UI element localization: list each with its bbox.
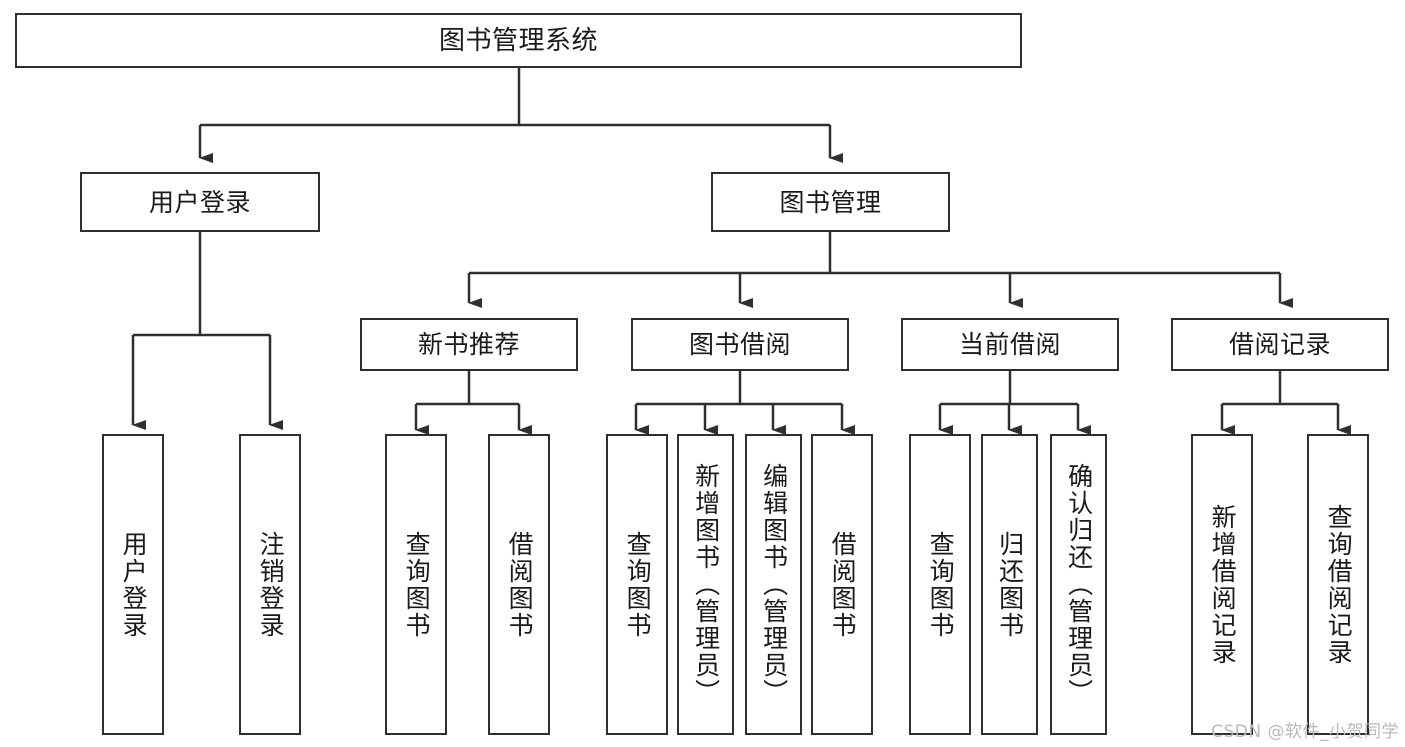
node-leaf-logout-label: 注销登录 [256, 530, 286, 639]
node-current-borrow-label: 当前借阅 [958, 330, 1061, 359]
node-leaf-user-login-label: 用户登录 [119, 530, 149, 639]
node-leaf-query-book-1-label: 查询图书 [402, 530, 432, 639]
node-leaf-add-book-label: 新增图书（管理员） [691, 463, 721, 706]
node-leaf-borrow-book-2[interactable]: 借阅图书 [811, 434, 873, 735]
node-leaf-edit-book-label: 编辑图书（管理员） [759, 463, 789, 706]
node-leaf-query-record-label: 查询借阅记录 [1324, 503, 1354, 666]
node-new-book-recommend[interactable]: 新书推荐 [360, 318, 578, 371]
node-leaf-query-book-3-label: 查询图书 [926, 530, 956, 639]
watermark-text: CSDN @软件_小贺同学 [1211, 722, 1399, 742]
node-root[interactable]: 图书管理系统 [15, 13, 1022, 68]
node-leaf-logout[interactable]: 注销登录 [239, 434, 301, 735]
node-book-manage-label: 图书管理 [779, 187, 882, 217]
node-leaf-edit-book[interactable]: 编辑图书（管理员） [745, 434, 802, 735]
node-borrow-record[interactable]: 借阅记录 [1171, 318, 1389, 371]
node-user-login[interactable]: 用户登录 [80, 172, 320, 232]
node-leaf-query-record[interactable]: 查询借阅记录 [1307, 434, 1369, 735]
node-leaf-query-book-2[interactable]: 查询图书 [606, 434, 668, 735]
node-leaf-query-book-1[interactable]: 查询图书 [385, 434, 447, 735]
node-leaf-confirm-return[interactable]: 确认归还（管理员） [1050, 434, 1107, 735]
node-user-login-label: 用户登录 [148, 187, 251, 217]
node-new-book-recommend-label: 新书推荐 [417, 330, 520, 359]
node-leaf-return-book[interactable]: 归还图书 [981, 434, 1038, 735]
node-borrow-record-label: 借阅记录 [1228, 330, 1331, 359]
node-book-borrow[interactable]: 图书借阅 [631, 318, 849, 371]
node-leaf-add-record[interactable]: 新增借阅记录 [1191, 434, 1253, 735]
node-root-label: 图书管理系统 [438, 25, 598, 56]
node-book-borrow-label: 图书借阅 [688, 330, 791, 359]
node-current-borrow[interactable]: 当前借阅 [901, 318, 1119, 371]
node-leaf-add-record-label: 新增借阅记录 [1208, 503, 1238, 666]
node-leaf-borrow-book-1-label: 借阅图书 [505, 530, 535, 639]
node-leaf-return-book-label: 归还图书 [995, 530, 1025, 639]
node-leaf-user-login[interactable]: 用户登录 [102, 434, 164, 735]
node-leaf-borrow-book-1[interactable]: 借阅图书 [488, 434, 550, 735]
node-leaf-query-book-3[interactable]: 查询图书 [909, 434, 971, 735]
node-leaf-confirm-return-label: 确认归还（管理员） [1064, 463, 1094, 706]
node-leaf-add-book[interactable]: 新增图书（管理员） [677, 434, 734, 735]
node-leaf-borrow-book-2-label: 借阅图书 [828, 530, 858, 639]
node-leaf-query-book-2-label: 查询图书 [623, 530, 653, 639]
node-book-manage[interactable]: 图书管理 [711, 172, 950, 232]
